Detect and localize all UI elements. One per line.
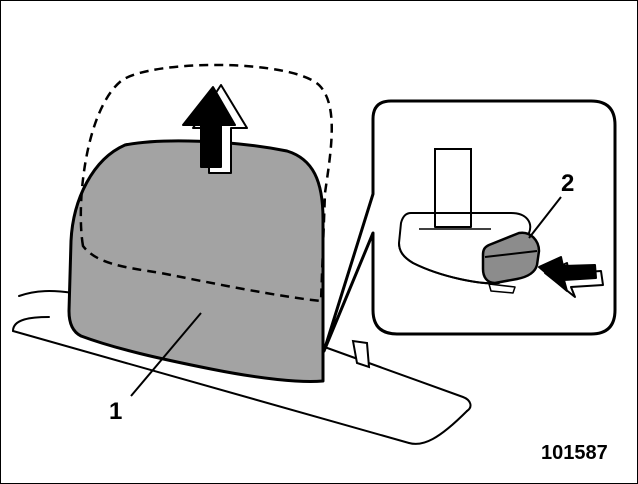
release-button [481,231,541,294]
callout-2: 2 [561,170,574,197]
headrest [67,139,325,383]
leader-line-button [528,196,562,239]
headrest-stay-rod [351,339,371,369]
arrow-up-icon [182,84,248,174]
callout-1: 1 [109,398,122,425]
figure-number: 101587 [541,442,608,464]
leader-line-headrest [130,312,202,397]
press-arrow-icon [538,256,604,298]
seatback-outline [12,290,472,445]
